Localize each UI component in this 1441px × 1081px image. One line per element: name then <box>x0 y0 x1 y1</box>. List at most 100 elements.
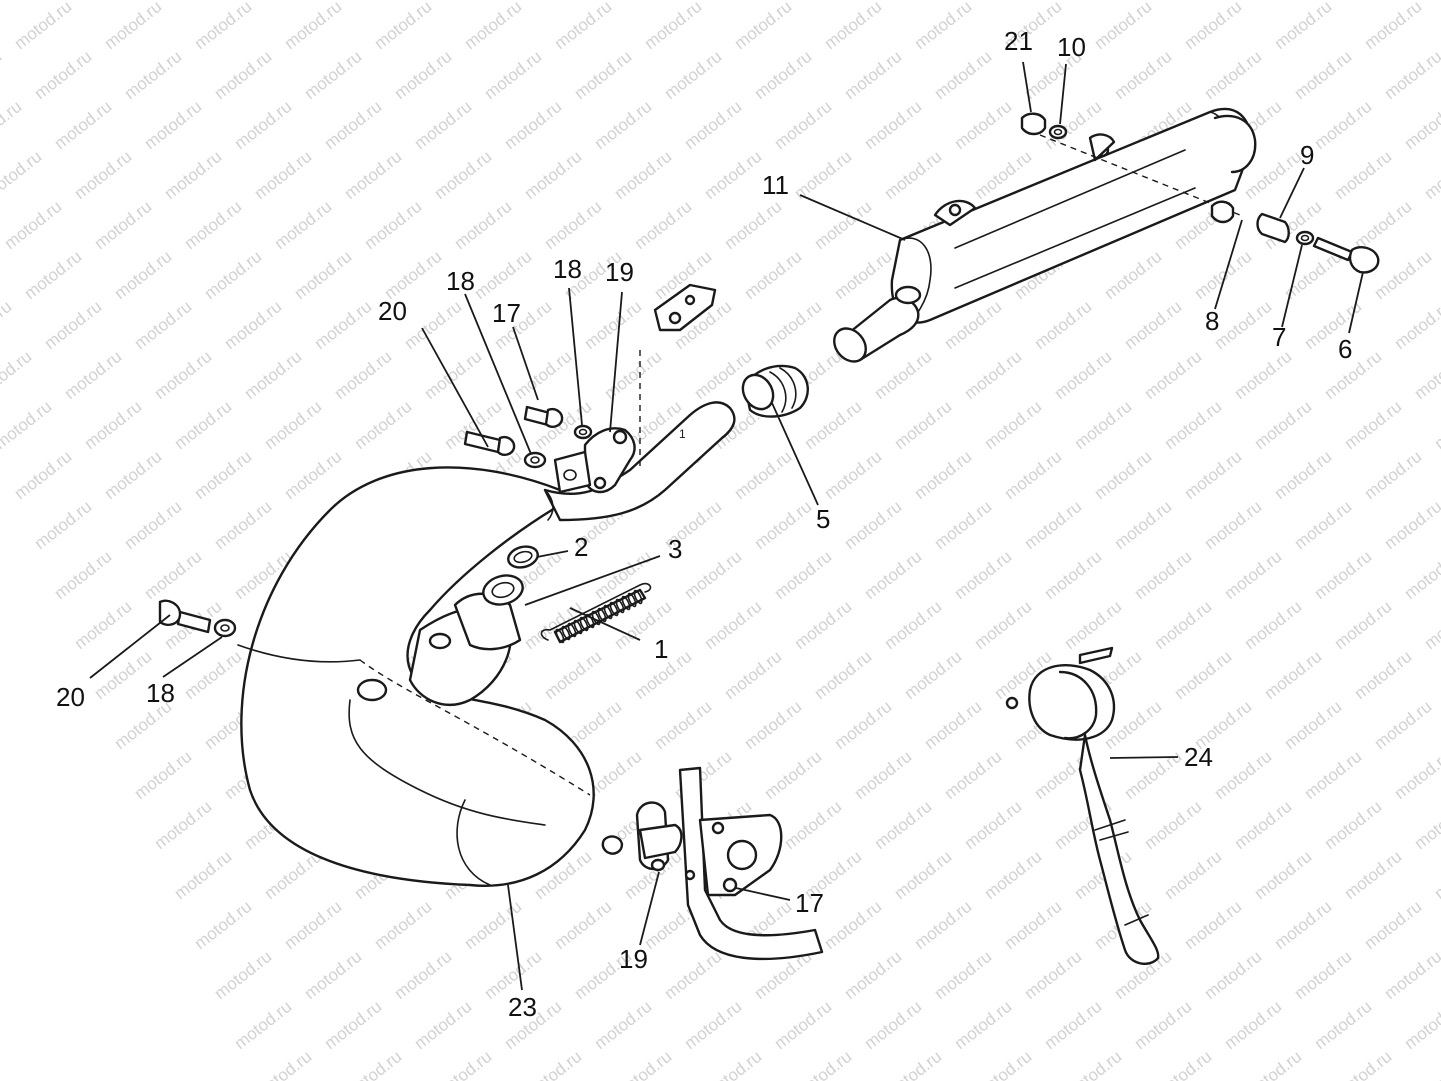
callout-21: 21 <box>1004 26 1033 56</box>
watermark-text: motod.ru <box>41 297 106 353</box>
watermark-text: motod.ru <box>961 797 1026 853</box>
watermark-text: motod.ru <box>631 197 696 253</box>
watermark-text: motod.ru <box>1111 497 1176 553</box>
watermark-text: motod.ru <box>1071 397 1136 453</box>
watermark-text: motod.ru <box>791 597 856 653</box>
watermark-text: motod.ru <box>751 47 816 103</box>
callout-3: 3 <box>668 534 682 564</box>
callout-19-upper: 19 <box>605 257 634 287</box>
callout-23: 23 <box>508 992 537 1022</box>
watermark-text: motod.ru <box>841 497 906 553</box>
watermark-text: motod.ru <box>1091 447 1156 503</box>
watermark-text: motod.ru <box>1061 597 1126 653</box>
watermark-text: motod.ru <box>191 447 256 503</box>
watermark-text: motod.ru <box>951 547 1016 603</box>
watermark-text: motod.ru <box>661 47 726 103</box>
watermark-text: motod.ru <box>681 97 746 153</box>
watermark-text: motod.ru <box>1311 97 1376 153</box>
watermark-text: motod.ru <box>221 297 286 353</box>
watermark-text: motod.ru <box>281 447 346 503</box>
watermark-text: motod.ru <box>151 797 216 853</box>
watermark-text: motod.ru <box>171 0 236 3</box>
watermark-text: motod.ru <box>881 147 946 203</box>
spring-coil <box>573 619 583 635</box>
watermark-text: motod.ru <box>81 0 146 3</box>
watermark-text: motod.ru <box>1 197 66 253</box>
callout-5: 5 <box>816 504 830 534</box>
watermark-text: motod.ru <box>1121 297 1186 353</box>
watermark-text: motod.ru <box>0 397 55 453</box>
watermark-text: motod.ru <box>1401 997 1441 1053</box>
watermark-text: motod.ru <box>801 0 866 3</box>
watermark-text: motod.ru <box>871 347 936 403</box>
watermark-text: motod.ru <box>1071 0 1136 3</box>
watermark-text: motod.ru <box>661 947 726 1003</box>
watermark-text: motod.ru <box>831 697 896 753</box>
watermark-text: motod.ru <box>211 497 276 553</box>
callout-9: 9 <box>1300 140 1314 170</box>
watermark-text: motod.ru <box>841 47 906 103</box>
watermark-text: motod.ru <box>1181 897 1246 953</box>
watermark-text: motod.ru <box>1021 497 1086 553</box>
callout-7: 7 <box>1272 322 1286 352</box>
watermark-text: motod.ru <box>1371 697 1436 753</box>
callout-6: 6 <box>1338 334 1352 364</box>
watermark-text: motod.ru <box>541 647 606 703</box>
watermark-text: motod.ru <box>1201 47 1266 103</box>
watermark-text: motod.ru <box>681 547 746 603</box>
watermark-text: motod.ru <box>861 547 926 603</box>
callout-2: 2 <box>574 532 588 562</box>
watermark-text: motod.ru <box>391 47 456 103</box>
watermark-text: motod.ru <box>871 797 936 853</box>
watermark-text: motod.ru <box>1381 47 1441 103</box>
watermark-text: motod.ru <box>891 0 956 3</box>
watermark-text: motod.ru <box>281 897 346 953</box>
watermark-text: motod.ru <box>881 1047 946 1081</box>
watermark-text: motod.ru <box>1041 547 1106 603</box>
watermark-text: motod.ru <box>131 747 196 803</box>
watermark-text: motod.ru <box>0 97 25 153</box>
callout-18-upper-left: 18 <box>446 266 475 296</box>
watermark-text: motod.ru <box>911 0 976 53</box>
watermark-text: motod.ru <box>1161 397 1226 453</box>
watermark-text: motod.ru <box>1111 47 1176 103</box>
spring-coil <box>579 616 589 632</box>
watermark-text: motod.ru <box>841 947 906 1003</box>
watermark-text: motod.ru <box>1351 197 1416 253</box>
watermark-text: motod.ru <box>581 297 646 353</box>
watermark-text: motod.ru <box>1331 1047 1396 1081</box>
watermark-text: motod.ru <box>611 147 676 203</box>
watermark-text: motod.ru <box>851 747 916 803</box>
watermark-text: motod.ru <box>971 597 1036 653</box>
watermark-text: motod.ru <box>1231 797 1296 853</box>
rubber-coupling <box>741 364 809 418</box>
watermark-text: motod.ru <box>0 347 35 403</box>
watermark-text: motod.ru <box>1121 747 1186 803</box>
watermark-text: motod.ru <box>731 447 796 503</box>
watermark-text: motod.ru <box>381 247 446 303</box>
watermark-text: motod.ru <box>1411 797 1441 853</box>
watermark-text: motod.ru <box>1381 497 1441 553</box>
watermark-text: motod.ru <box>1181 447 1246 503</box>
watermark-text: motod.ru <box>181 647 246 703</box>
watermark-text: motod.ru <box>811 197 876 253</box>
watermark-text: motod.ru <box>161 147 226 203</box>
watermark-text: motod.ru <box>541 197 606 253</box>
watermark-text: motod.ru <box>701 1047 766 1081</box>
watermark-text: motod.ru <box>251 1047 316 1081</box>
spring-coil <box>597 607 607 623</box>
watermark-text: motod.ru <box>1181 0 1246 53</box>
watermark-text: motod.ru <box>1131 547 1196 603</box>
watermark-text: motod.ru <box>1421 1047 1441 1081</box>
callout-17-upper: 17 <box>492 298 521 328</box>
watermark-text: motod.ru <box>481 47 546 103</box>
watermark-text: motod.ru <box>431 1047 496 1081</box>
watermark-text: motod.ru <box>1211 747 1276 803</box>
watermark-text: motod.ru <box>1321 797 1386 853</box>
watermark-text: motod.ru <box>1271 897 1336 953</box>
spring-coil <box>561 625 571 641</box>
watermark-text: motod.ru <box>781 797 846 853</box>
watermark-text: motod.ru <box>511 347 576 403</box>
watermark-text: motod.ru <box>761 297 826 353</box>
watermark-text: motod.ru <box>1251 847 1316 903</box>
